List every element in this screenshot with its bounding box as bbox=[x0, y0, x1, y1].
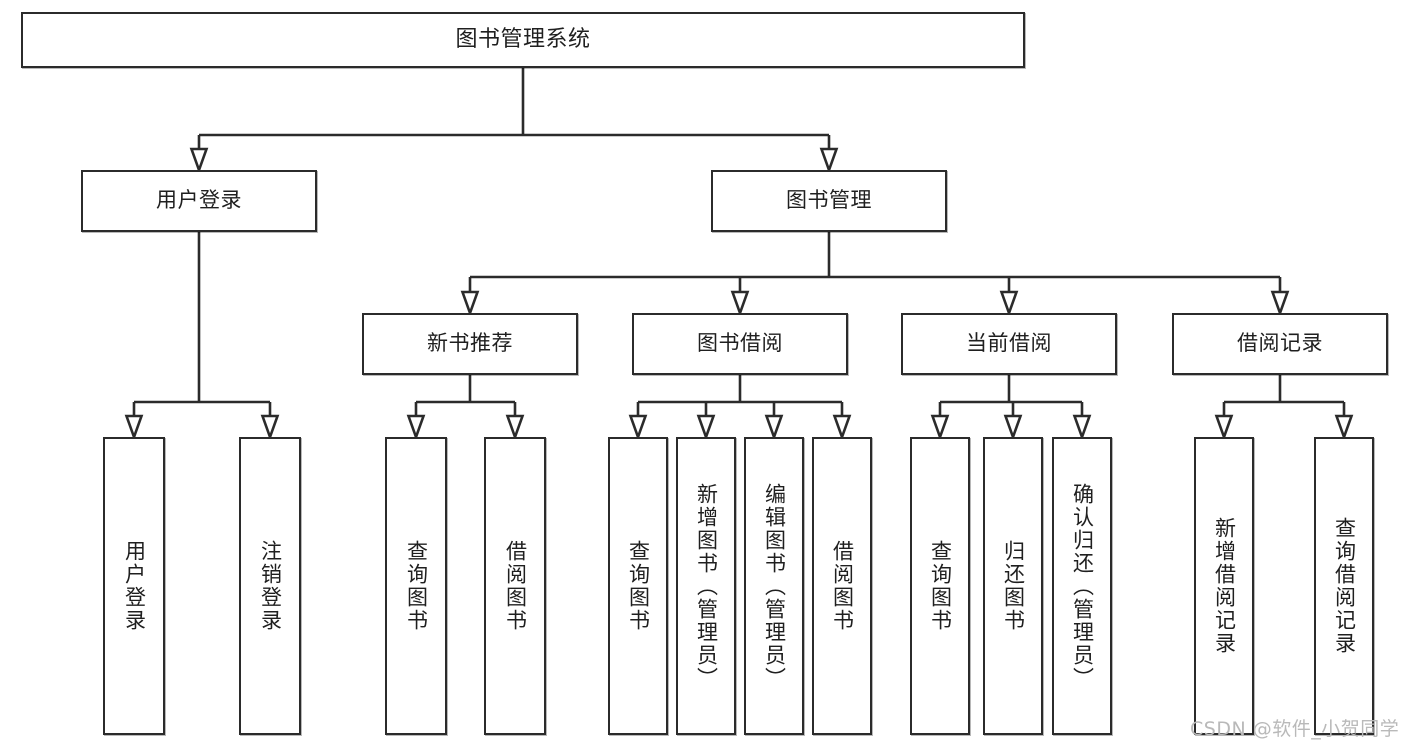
node-leaf-query-book-1: 查询图书 bbox=[385, 437, 447, 735]
node-leaf-add-record: 新增借阅记录 bbox=[1194, 437, 1254, 735]
current-borrow-to-leaves-arrowhead-2 bbox=[1072, 414, 1092, 441]
node-current-borrow: 当前借阅 bbox=[901, 313, 1117, 375]
node-label: 图书管理 bbox=[786, 188, 872, 213]
node-leaf-user-logout: 注销登录 bbox=[239, 437, 301, 735]
root-to-level2-arrowhead-0 bbox=[189, 147, 209, 174]
node-label: 图书借阅 bbox=[697, 331, 783, 356]
node-leaf-user-login: 用户登录 bbox=[103, 437, 165, 735]
node-borrow-record: 借阅记录 bbox=[1172, 313, 1388, 375]
current-borrow-to-leaves-arrowhead-0 bbox=[930, 414, 950, 441]
node-book-manage: 图书管理 bbox=[711, 170, 947, 232]
node-label: 用户登录 bbox=[156, 188, 242, 213]
node-label: 用户登录 bbox=[122, 540, 147, 632]
node-leaf-add-book: 新增图书（管理员） bbox=[676, 437, 736, 735]
node-leaf-confirm-return: 确认归还（管理员） bbox=[1052, 437, 1112, 735]
current-borrow-to-leaves-arrowhead-1 bbox=[1003, 414, 1023, 441]
node-label: 查询图书 bbox=[626, 540, 651, 632]
new-book-recommend-to-leaves-arrowhead-1 bbox=[505, 414, 525, 441]
node-label: 确认归还（管理员） bbox=[1070, 482, 1095, 690]
node-leaf-return-book: 归还图书 bbox=[983, 437, 1043, 735]
node-label: 注销登录 bbox=[258, 540, 283, 632]
node-leaf-edit-book: 编辑图书（管理员） bbox=[744, 437, 804, 735]
csdn-watermark: CSDN @软件_小贺同学 bbox=[1190, 718, 1400, 740]
book-manage-to-level3-arrowhead-1 bbox=[730, 290, 750, 317]
node-label: 图书管理系统 bbox=[455, 26, 591, 52]
node-label: 查询借阅记录 bbox=[1332, 517, 1357, 655]
book-manage-to-level3-arrowhead-2 bbox=[999, 290, 1019, 317]
node-label: 借阅图书 bbox=[503, 540, 528, 632]
user-login-to-leaves-arrowhead-1 bbox=[260, 414, 280, 441]
book-borrow-to-leaves-arrowhead-1 bbox=[696, 414, 716, 441]
node-book-borrow: 图书借阅 bbox=[632, 313, 848, 375]
book-borrow-to-leaves-arrowhead-2 bbox=[764, 414, 784, 441]
node-label: 查询图书 bbox=[928, 540, 953, 632]
node-label: 借阅记录 bbox=[1237, 331, 1323, 356]
node-leaf-borrow-book-1: 借阅图书 bbox=[484, 437, 546, 735]
node-label: 新增图书（管理员） bbox=[694, 482, 719, 690]
node-label: 新书推荐 bbox=[427, 331, 513, 356]
node-label: 查询图书 bbox=[404, 540, 429, 632]
node-label: 归还图书 bbox=[1001, 540, 1026, 632]
borrow-record-to-leaves-arrowhead-0 bbox=[1214, 414, 1234, 441]
root-to-level2-arrowhead-1 bbox=[819, 147, 839, 174]
node-leaf-query-book-3: 查询图书 bbox=[910, 437, 970, 735]
node-root: 图书管理系统 bbox=[21, 12, 1025, 68]
user-login-to-leaves-arrowhead-0 bbox=[124, 414, 144, 441]
book-manage-to-level3-arrowhead-3 bbox=[1270, 290, 1290, 317]
book-borrow-to-leaves-arrowhead-0 bbox=[628, 414, 648, 441]
node-leaf-query-book-2: 查询图书 bbox=[608, 437, 668, 735]
book-manage-to-level3-arrowhead-0 bbox=[460, 290, 480, 317]
node-label: 当前借阅 bbox=[966, 331, 1052, 356]
book-borrow-to-leaves-arrowhead-3 bbox=[832, 414, 852, 441]
node-label: 新增借阅记录 bbox=[1212, 517, 1237, 655]
new-book-recommend-to-leaves-arrowhead-0 bbox=[406, 414, 426, 441]
node-leaf-borrow-book-2: 借阅图书 bbox=[812, 437, 872, 735]
node-label: 编辑图书（管理员） bbox=[762, 482, 787, 690]
node-leaf-query-record: 查询借阅记录 bbox=[1314, 437, 1374, 735]
node-user-login: 用户登录 bbox=[81, 170, 317, 232]
node-label: 借阅图书 bbox=[830, 540, 855, 632]
node-new-book-recommend: 新书推荐 bbox=[362, 313, 578, 375]
borrow-record-to-leaves-arrowhead-1 bbox=[1334, 414, 1354, 441]
